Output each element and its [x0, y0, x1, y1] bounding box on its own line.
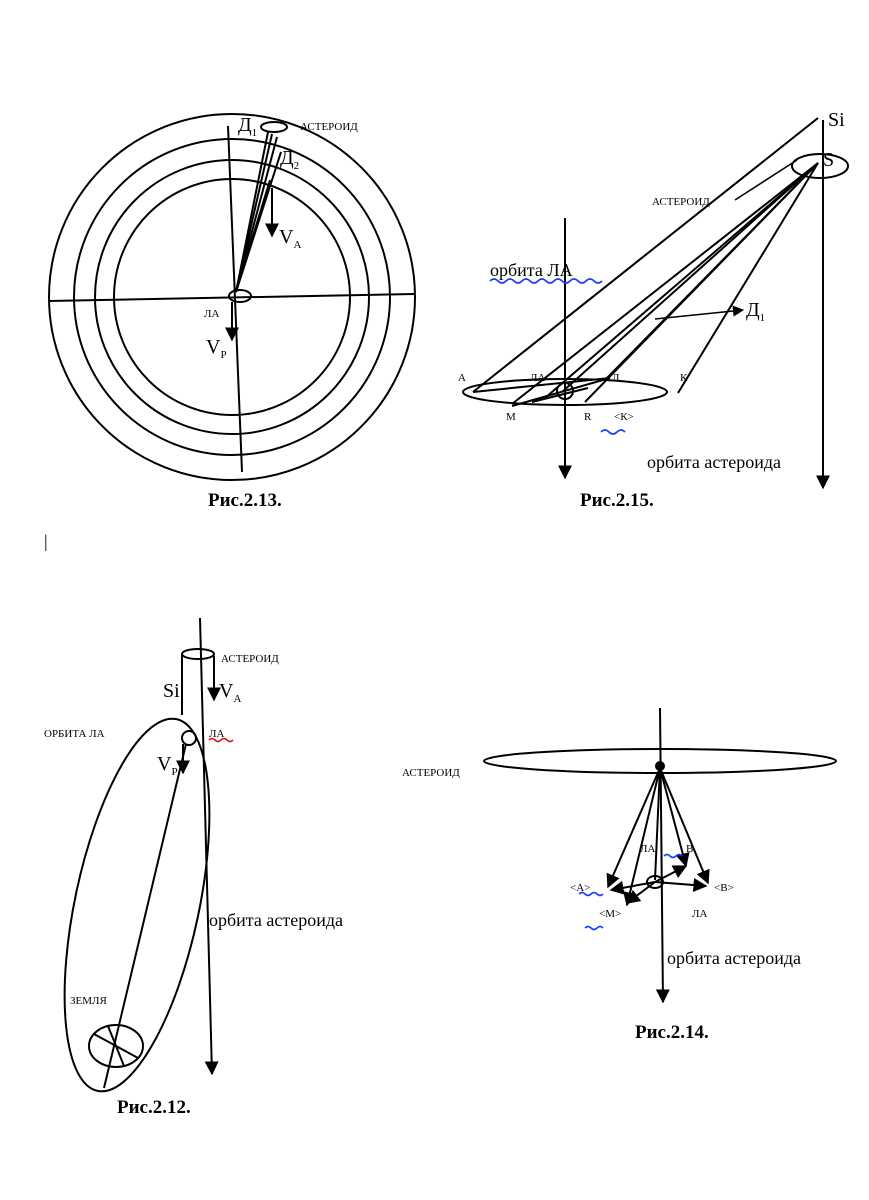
sight-line — [235, 179, 271, 293]
la-vector — [654, 865, 688, 883]
earth-cross — [107, 1025, 125, 1067]
chord-line — [531, 387, 589, 403]
chord-line — [472, 377, 611, 393]
label-la-bottom: ЛА — [692, 908, 707, 920]
la-vector — [654, 878, 708, 892]
figure-2-13: Д1 АСТЕРОИД Д2 VA ЛА VP Рис.2.13. — [47, 113, 416, 511]
label-k: К — [680, 372, 688, 384]
figure-2-15: Si S АСТЕРОИД орбита ЛА Д1 А ЛА Л К М R … — [458, 109, 849, 511]
la-vector — [609, 880, 656, 895]
label-l: Л — [612, 372, 620, 384]
label-orbit-asteroid: орбита астероида — [647, 452, 781, 472]
caption-fig-2-12: Рис.2.12. — [117, 1097, 191, 1118]
label-a: А — [458, 372, 466, 384]
projection-arrow — [606, 767, 661, 889]
projection-line — [605, 162, 819, 380]
spell-underline — [578, 891, 604, 897]
spell-underline — [584, 925, 604, 931]
projection-line — [677, 162, 819, 394]
label-b: В — [686, 843, 693, 855]
orbit-ring-outer — [48, 113, 416, 481]
label-m: М — [506, 411, 516, 423]
orbit-ring-inner — [113, 178, 351, 416]
la-vector — [625, 881, 656, 904]
label-k-bracket: <К> — [614, 411, 634, 423]
la-orbit-ellipse — [462, 378, 668, 406]
horizontal-axis — [47, 293, 416, 302]
projection-line — [472, 117, 819, 393]
label-asteroid: АСТЕРОИД — [652, 196, 710, 208]
vertical-axis — [227, 125, 243, 473]
caption-fig-2-15: Рис.2.15. — [580, 490, 654, 511]
chord-line — [511, 377, 611, 407]
asteroid-symbol — [260, 121, 288, 133]
projection-line — [544, 162, 819, 399]
label-a-bracket: <А> — [570, 882, 590, 894]
la-point — [181, 730, 197, 746]
caption-fig-2-14: Рис.2.14. — [635, 1022, 709, 1043]
label-si: Si — [163, 680, 180, 702]
label-d1: Д1 — [746, 299, 765, 324]
orbit-ring-2 — [73, 138, 391, 456]
label-asteroid: АСТЕРОИД — [300, 121, 358, 133]
asteroid-orbit-line — [199, 617, 219, 1076]
label-orbit-la: ОРБИТА ЛА — [44, 728, 105, 740]
label-s: S — [823, 149, 834, 171]
d1-pointer-arrow — [654, 305, 745, 320]
label-vp: VP — [206, 336, 227, 361]
label-d1: Д1 — [238, 114, 257, 139]
projection-line — [654, 767, 661, 881]
label-earth: ЗЕМЛЯ — [70, 995, 107, 1007]
label-va: VA — [219, 680, 241, 705]
spell-underline — [600, 429, 626, 435]
label-la-top: ЛА — [640, 843, 655, 855]
label-si: Si — [828, 109, 845, 131]
label-va: VA — [279, 226, 301, 251]
label-orbit-asteroid: орбита астероида — [667, 948, 801, 968]
earth-symbol — [88, 1024, 144, 1068]
la-orbit-ellipse — [63, 717, 211, 1093]
label-orbit-asteroid: орбита астероида — [209, 910, 343, 930]
label-d2: Д2 — [280, 147, 299, 172]
projection-arrow — [659, 767, 690, 868]
figure-2-12: АСТЕРОИД Si VA ОРБИТА ЛА ЛА VP орбита ас… — [44, 617, 343, 1118]
asteroid-point — [655, 761, 665, 771]
projection-line — [561, 162, 819, 393]
spell-underline — [208, 737, 234, 743]
label-asteroid: АСТЕРОИД — [221, 653, 279, 665]
asteroid-pointer — [734, 159, 798, 201]
figure-2-14: АСТЕРОИД ЛА В <А> <В> <М> ЛА орбита асте… — [402, 707, 837, 1043]
spell-underline — [489, 278, 603, 284]
label-asteroid: АСТЕРОИД — [402, 767, 460, 779]
label-la: ЛА — [209, 728, 224, 740]
label-la: ЛА — [530, 372, 545, 384]
projection-line — [511, 162, 819, 405]
orbit-ring-3 — [94, 159, 370, 435]
projection-arrow — [659, 767, 710, 885]
label-orbit-la: орбита ЛА — [490, 260, 573, 280]
label-la: ЛА — [204, 308, 219, 320]
asteroid-orbit-ellipse — [791, 153, 849, 179]
margin-mark: | — [44, 531, 48, 551]
caption-fig-2-13: Рис.2.13. — [208, 490, 282, 511]
projection-arrow — [623, 767, 661, 907]
label-r: R — [584, 411, 592, 423]
label-m-bracket: <М> — [599, 908, 621, 920]
spell-underline — [663, 853, 683, 859]
label-bb-bracket: <В> — [714, 882, 734, 894]
earth-link-line — [103, 743, 187, 1089]
asteroid-symbol — [181, 648, 215, 660]
label-vp: VP — [157, 753, 178, 778]
vertical-axis — [655, 707, 670, 1004]
spacecraft-symbol — [228, 289, 252, 303]
